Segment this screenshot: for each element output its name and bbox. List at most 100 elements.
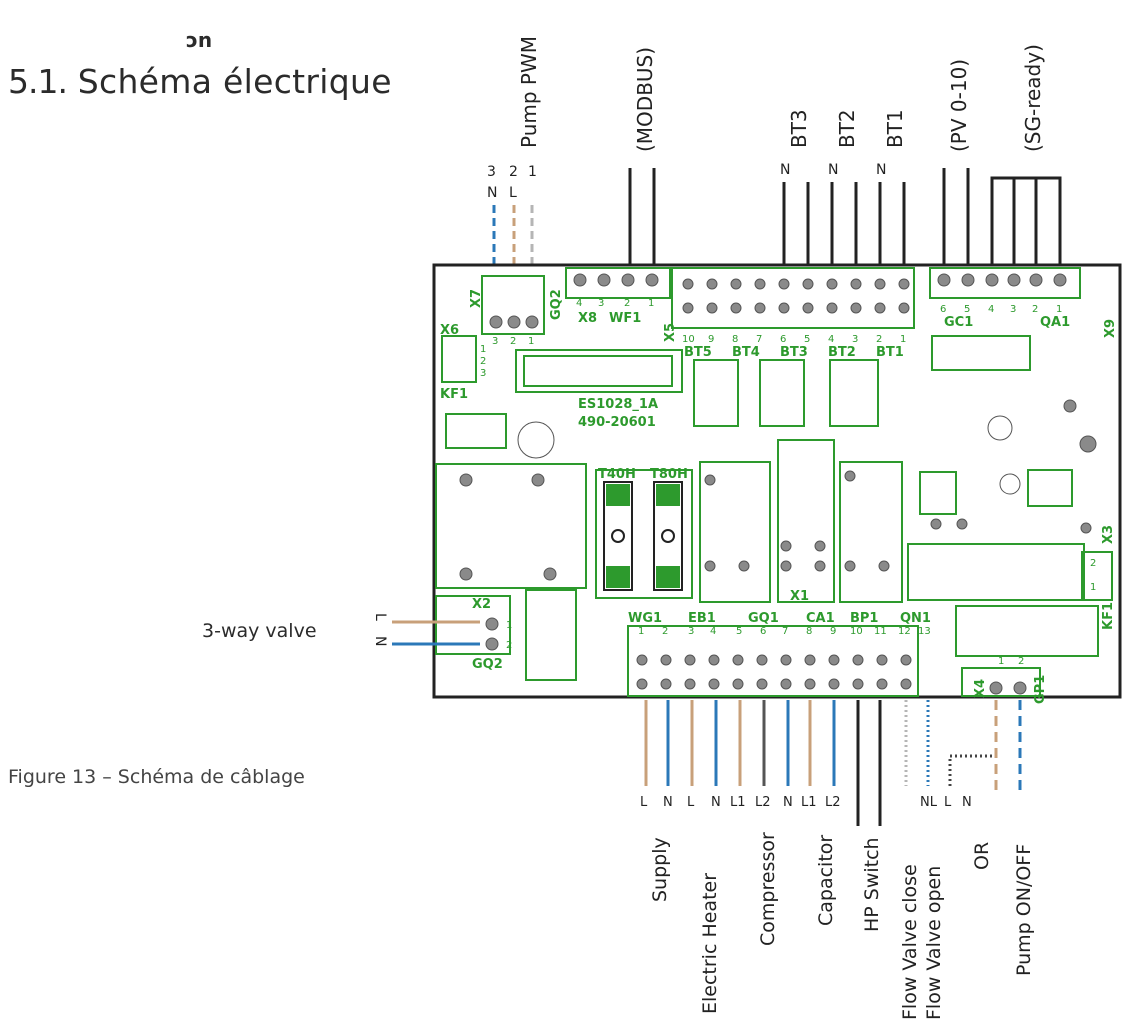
wf1-pin-2: 2 xyxy=(624,298,630,309)
pwm-wire-l: L xyxy=(509,185,517,201)
x2-pin-2: 2 xyxy=(506,640,512,651)
board-bp1-label: BP1 xyxy=(850,611,878,626)
bottom-wire-l1-1: L1 xyxy=(730,795,746,810)
gp1-pin-2: 2 xyxy=(1018,656,1024,667)
board-gc1-label: GC1 xyxy=(944,315,973,330)
bottom-wire-n-2: N xyxy=(711,795,721,810)
bottom-wire-n-4: N xyxy=(962,795,972,810)
gq1-pin-7: 7 xyxy=(782,626,788,637)
gq1-pin-5: 5 xyxy=(736,626,742,637)
section-title-text: Schéma électrique xyxy=(77,62,392,101)
qa1-pin-4: 4 xyxy=(988,304,994,315)
bottom-wire-n-3: N xyxy=(783,795,793,810)
bt3-wire-n: N xyxy=(780,162,790,178)
bottom-wire-l-1: L xyxy=(640,795,648,810)
bt1-pin-2: 2 xyxy=(876,334,882,345)
board-x7-label: X7 xyxy=(469,289,484,308)
board-gq1-label: GQ1 xyxy=(748,611,779,626)
gc1-pin-6: 6 xyxy=(940,304,946,315)
qa1-pin-3: 3 xyxy=(1010,304,1016,315)
wf1-pin-1: 1 xyxy=(648,298,654,309)
bt2-pin-4: 4 xyxy=(828,334,834,345)
bt3-pin-6: 6 xyxy=(780,334,786,345)
board-x2-label: X2 xyxy=(472,597,491,612)
x8-pin-4: 4 xyxy=(576,298,582,309)
eb1-pin-4: 4 xyxy=(710,626,716,637)
x7-pin-2: 2 xyxy=(510,336,516,347)
label-bt2: BT2 xyxy=(835,109,859,148)
board-wg1-label: WG1 xyxy=(628,611,662,626)
bt4-pin-8: 8 xyxy=(732,334,738,345)
x6-pin-2: 2 xyxy=(480,356,486,367)
bp1-pin-10: 10 xyxy=(850,626,863,637)
bottom-wire-l-2: L xyxy=(687,795,695,810)
three-way-wire-l: L xyxy=(372,613,388,621)
label-flow-valve-open: Flow Valve open xyxy=(923,866,945,1020)
bottom-wire-n-1: N xyxy=(663,795,673,810)
qa1-pin-2: 2 xyxy=(1032,304,1038,315)
kf1-pin-1: 1 xyxy=(1090,582,1096,593)
board-x6-label: X6 xyxy=(440,323,459,338)
wire-sg-bus xyxy=(990,176,1062,272)
label-flow-valve-close: Flow Valve close xyxy=(899,864,921,1020)
x6-pin-3: 3 xyxy=(480,368,486,379)
gq1-pin-6: 6 xyxy=(760,626,766,637)
board-kf1-right-label: KF1 xyxy=(1101,602,1116,630)
bottom-wire-l2-2: L2 xyxy=(825,795,841,810)
label-pump-on-off: Pump ON/OFF xyxy=(1013,844,1035,976)
label-bt1: BT1 xyxy=(883,109,907,148)
page-header-fragment: ɔn xyxy=(186,28,213,52)
label-modbus: (MODBUS) xyxy=(633,47,657,152)
bottom-wire-nl: NL xyxy=(920,795,938,810)
board-bt2-label: BT2 xyxy=(828,345,856,360)
board-bt3-label: BT3 xyxy=(780,345,808,360)
kf1-pin-2: 2 xyxy=(1090,558,1096,569)
board-x3-label: X3 xyxy=(1101,525,1116,544)
label-sg-ready: (SG-ready) xyxy=(1021,44,1045,152)
ca1-pin-9: 9 xyxy=(830,626,836,637)
board-x8-label: X8 xyxy=(578,311,597,326)
board-bt1-label: BT1 xyxy=(876,345,904,360)
bt4-pin-7: 7 xyxy=(756,334,762,345)
pwm-pin-3: 3 xyxy=(487,164,496,180)
bt2-wire-n: N xyxy=(828,162,838,178)
terminal-pins xyxy=(459,273,1097,695)
label-or: OR xyxy=(971,842,993,870)
qa1-pin-1: 1 xyxy=(1056,304,1062,315)
board-x4-label: X4 xyxy=(973,679,988,698)
bt3-pin-5: 5 xyxy=(804,334,810,345)
label-capacitor: Capacitor xyxy=(815,835,837,926)
x7-pin-3: 3 xyxy=(492,336,498,347)
bottom-wire-l1-2: L1 xyxy=(801,795,817,810)
bt2-pin-3: 3 xyxy=(852,334,858,345)
fuses xyxy=(603,481,683,591)
pwm-wire-n: N xyxy=(487,185,497,201)
board-x9-label: X9 xyxy=(1103,319,1118,338)
board-ca1-label: CA1 xyxy=(806,611,835,626)
section-number: 5.1. xyxy=(8,62,68,101)
board-x1-label: X1 xyxy=(790,589,809,604)
label-hp-switch: HP Switch xyxy=(861,837,883,932)
x2-pin-1: 1 xyxy=(506,620,512,631)
gc1-pin-5: 5 xyxy=(964,304,970,315)
board-wf1-label: WF1 xyxy=(609,311,641,326)
board-bt5-label: BT5 xyxy=(684,345,712,360)
section-title: 5.1. Schéma électrique xyxy=(8,62,392,101)
board-chip-label: ES1028_1A xyxy=(578,397,658,412)
board-outlines xyxy=(435,267,1113,697)
board-qa1-label: QA1 xyxy=(1040,315,1070,330)
wire-or-link xyxy=(948,754,996,786)
pwm-pin-1: 1 xyxy=(528,164,537,180)
board-kf1-left-label: KF1 xyxy=(440,387,468,402)
bt5-pin-10: 10 xyxy=(682,334,695,345)
board-gp1-label: GP1 xyxy=(1033,675,1048,704)
board-gq2-top-label: GQ2 xyxy=(549,289,564,320)
x6-pin-1: 1 xyxy=(480,344,486,355)
gp1-pin-1: 1 xyxy=(998,656,1004,667)
bp1-pin-11: 11 xyxy=(874,626,887,637)
ca1-pin-8: 8 xyxy=(806,626,812,637)
board-fuse-t80h: T80H xyxy=(650,467,688,482)
wg1-pin-1: 1 xyxy=(638,626,644,637)
label-pump-pwm: Pump PWM xyxy=(517,36,541,148)
